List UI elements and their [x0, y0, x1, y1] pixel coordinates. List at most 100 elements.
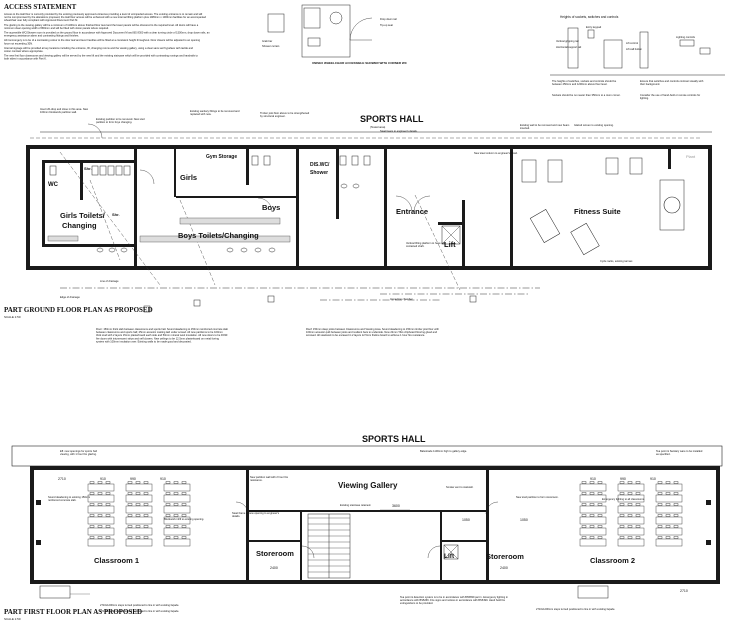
chair — [665, 514, 671, 517]
desk — [163, 483, 191, 492]
chair — [181, 503, 187, 506]
chair — [127, 492, 133, 495]
chair — [105, 536, 111, 539]
note-text: Consider the use of hand-held or remote … — [640, 93, 700, 100]
gf-partition — [462, 200, 465, 266]
gf-partition — [134, 149, 137, 266]
chair — [135, 536, 141, 539]
room-boys: Boys — [262, 203, 280, 212]
desk — [655, 505, 683, 514]
note-text: Existing sanitary fittings to be removed… — [190, 109, 240, 116]
desk — [163, 494, 191, 503]
note-text: Edge of drainage — [60, 295, 80, 299]
chair — [635, 536, 641, 539]
inspection-chamber — [193, 299, 201, 307]
toilet-fixture — [123, 165, 131, 176]
chair — [581, 503, 587, 506]
chair — [135, 481, 141, 484]
access-statement-text: Access to the Hall floor is currently pr… — [4, 12, 210, 61]
chair — [143, 514, 149, 517]
note-text: Glazed screen to existing opening. — [574, 123, 614, 127]
door-arc — [301, 545, 315, 559]
desk — [655, 494, 683, 503]
shower-detail: Grab bar Shower curtain Drop down rail T… — [262, 4, 408, 65]
chair — [589, 492, 595, 495]
gf-south-wall — [26, 266, 712, 270]
chair — [165, 481, 171, 484]
note-text: Floor: 150mm thick slab between classroo… — [96, 327, 228, 343]
desk — [87, 516, 115, 525]
changing-bench — [47, 235, 79, 242]
treadmill — [547, 159, 563, 183]
gf-partition — [42, 160, 136, 163]
desk — [163, 527, 191, 536]
desk — [87, 494, 115, 503]
toilet-fixture — [99, 165, 107, 176]
chair — [105, 481, 111, 484]
note-text: Inspection chamber — [390, 297, 413, 301]
toilet-fixture — [91, 165, 99, 176]
chair — [619, 492, 625, 495]
bike — [629, 157, 643, 175]
dimension-label: 910 — [650, 477, 656, 481]
room-wc: WC — [48, 182, 59, 188]
inspection-chamber — [267, 295, 275, 303]
door-arc — [139, 169, 155, 185]
desk — [617, 483, 645, 492]
desk — [163, 516, 191, 525]
desk — [617, 538, 645, 547]
desk — [655, 483, 683, 492]
column — [36, 540, 41, 545]
ff-bottom-note: 2710x1200mm steps turned positioned to l… — [100, 603, 179, 607]
toilet-fixture — [363, 155, 371, 166]
dimension-label: 910 — [100, 477, 106, 481]
chair — [597, 514, 603, 517]
note-text: Existing staircase retained. — [340, 503, 371, 507]
chair — [597, 525, 603, 528]
chair — [135, 503, 141, 506]
inspection-chamber — [143, 305, 151, 313]
dimension-label: 910 — [160, 477, 166, 481]
gf-partition — [80, 160, 83, 200]
ff-north-wall — [30, 466, 720, 470]
ff-bottom-note: 2710x1200mm steps turned positioned to l… — [100, 609, 179, 613]
chair — [619, 481, 625, 484]
chair — [581, 525, 587, 528]
dimension-label: 990 — [620, 477, 626, 481]
detail-label: Grab bar — [262, 39, 272, 43]
chair — [127, 481, 133, 484]
heights-label: Lift control — [626, 41, 638, 45]
room-girls: Girls — [180, 173, 197, 182]
ff-plan-title: PART FIRST FLOOR PLAN AS PROPOSED — [4, 608, 142, 616]
gf-partition — [296, 149, 299, 266]
external-steps — [577, 585, 609, 599]
chair — [581, 536, 587, 539]
chair — [143, 481, 149, 484]
lift-cross — [441, 225, 461, 245]
chair — [673, 514, 679, 517]
chair — [127, 536, 133, 539]
chair — [665, 503, 671, 506]
heights-label: Entry keypad — [586, 25, 602, 29]
dimension-label: 1050 — [462, 518, 470, 522]
room-shr1: Shr. — [84, 166, 92, 171]
desk — [87, 538, 115, 547]
note-text: New stud partition to form storeroom. — [516, 495, 559, 499]
chair — [665, 481, 671, 484]
room-storeroom-1: Storeroom — [256, 549, 294, 558]
dimension-label: 2400 — [270, 566, 278, 570]
gf-partition — [42, 160, 45, 246]
chair — [97, 503, 103, 506]
desk — [163, 505, 191, 514]
chair — [165, 492, 171, 495]
chair — [635, 525, 641, 528]
basin-fixture — [96, 247, 104, 253]
switch-elevation — [679, 39, 695, 47]
chair — [635, 514, 641, 517]
rower — [570, 222, 600, 256]
ff-west-wall — [30, 466, 34, 584]
chair — [89, 492, 95, 495]
ff-hall-title: SPORTS HALL — [362, 434, 426, 444]
chair — [673, 481, 679, 484]
chair — [143, 503, 149, 506]
